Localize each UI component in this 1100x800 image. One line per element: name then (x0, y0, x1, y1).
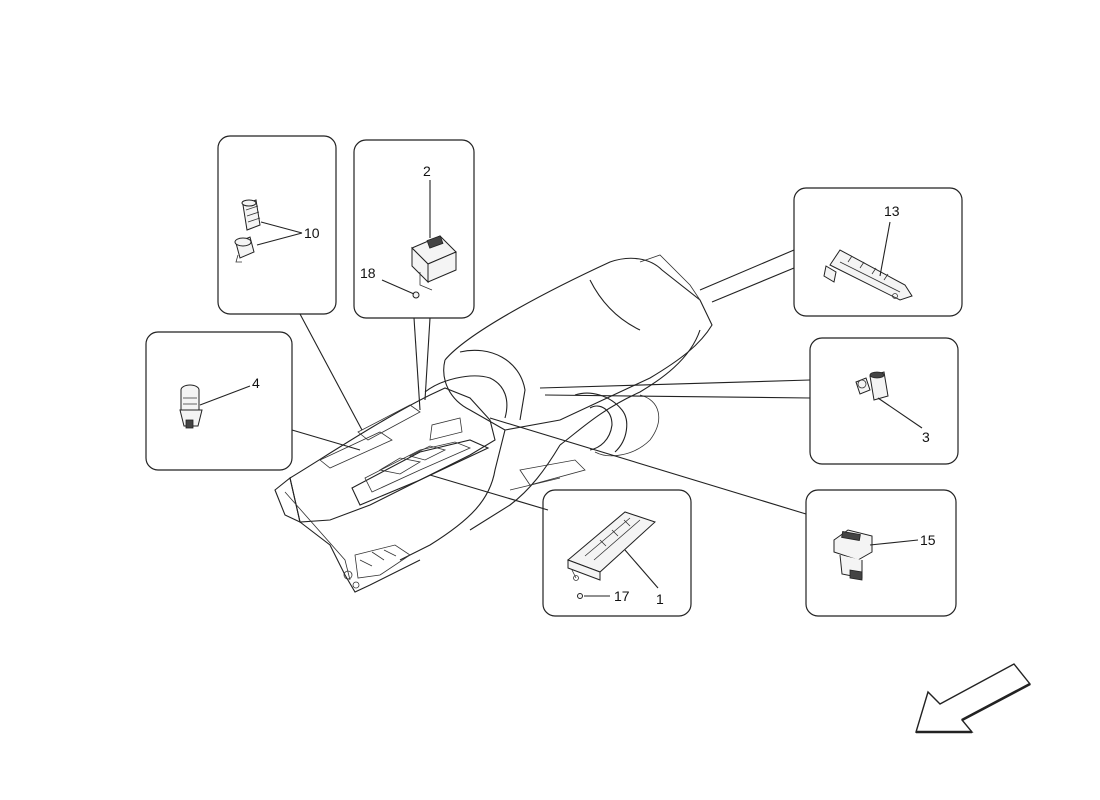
callout-box-4[interactable]: 4 (145, 331, 293, 471)
callout-box-13[interactable]: 13 (793, 187, 963, 317)
callout-number-1: 1 (656, 591, 664, 607)
callout-number-15: 15 (920, 532, 936, 548)
callout-number-3: 3 (922, 429, 930, 445)
callout-number-10: 10 (304, 225, 320, 241)
usb-socket-icon (855, 371, 889, 401)
push-switch-icon (179, 384, 203, 429)
switch-module-icon (411, 235, 457, 291)
callout-box-2-18[interactable]: 2 18 (353, 139, 475, 319)
callout-box-1-17[interactable]: 1 17 (542, 489, 692, 617)
callout-number-18: 18 (360, 265, 376, 281)
callout-number-17: 17 (614, 588, 630, 604)
callout-number-2: 2 (423, 163, 431, 179)
front-direction-arrow-icon (915, 663, 1032, 734)
callout-number-4: 4 (252, 375, 260, 391)
control-panel-icon (567, 511, 656, 581)
cigarette-lighter-socket-icon (234, 199, 261, 263)
callout-box-15[interactable]: 15 (805, 489, 957, 617)
leader-lines (291, 249, 811, 515)
electric-switch-icon (833, 529, 873, 581)
callout-box-10[interactable]: 10 (217, 135, 337, 315)
callout-number-13: 13 (884, 203, 900, 219)
center-console-assembly (274, 254, 713, 593)
switch-panel-icon (823, 249, 913, 301)
callout-box-3[interactable]: 3 (809, 337, 959, 465)
